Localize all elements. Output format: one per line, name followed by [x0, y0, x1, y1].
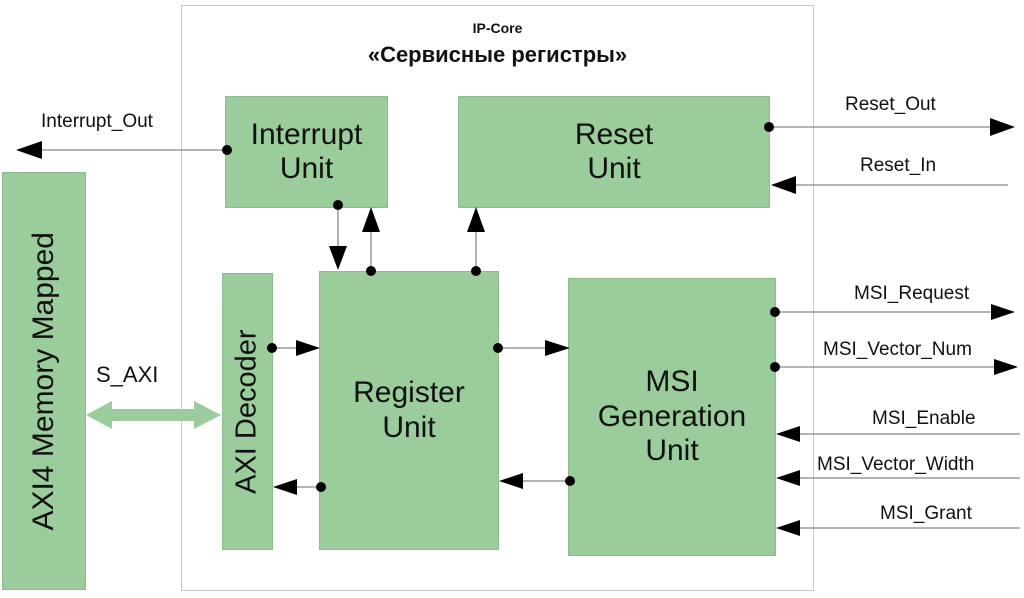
ip-core-label: IP-Core: [472, 20, 523, 36]
msi-vector-width-arrowhead: [776, 470, 800, 486]
register-left-dot: [316, 482, 326, 492]
msi-request-dot: [770, 307, 780, 317]
reset-in-label: Reset_In: [860, 155, 937, 176]
interrupt-bottom-dot: [333, 200, 343, 210]
register-top-dot-2: [471, 266, 481, 276]
msi-grant-arrowhead: [776, 520, 800, 536]
reset-in-arrowhead: [771, 176, 796, 194]
reset-unit-label: Reset Unit: [574, 117, 654, 186]
interrupt-unit-label: Interrupt Unit: [250, 117, 363, 186]
register-to-reset-arrowhead: [467, 207, 485, 232]
interrupt-out-arrowhead: [16, 141, 42, 159]
msi-vector-num-dot: [770, 362, 780, 372]
register-to-decoder-arrowhead: [273, 479, 297, 495]
register-unit-block: Register Unit: [319, 271, 499, 550]
msi-generation-unit-block: MSI Generation Unit: [568, 278, 776, 556]
msi-request-arrowhead: [991, 304, 1015, 320]
decoder-to-register-arrowhead: [296, 340, 320, 356]
msi-vector-num-arrowhead: [994, 359, 1018, 375]
ip-core-boundary: [181, 5, 814, 591]
msi-vector-width-label: MSI_Vector_Width: [817, 454, 975, 475]
s-axi-bus-arrow: [86, 401, 221, 429]
msi-request-label: MSI_Request: [854, 283, 970, 304]
decoder-right-dot: [267, 343, 277, 353]
interrupt-to-register-arrowhead: [329, 246, 347, 270]
msi-left-dot: [565, 476, 575, 486]
register-to-interrupt-arrowhead: [362, 207, 380, 232]
msi-generation-unit-label: MSI Generation Unit: [597, 365, 747, 468]
reset-unit-block: Reset Unit: [458, 96, 770, 208]
reset-out-dot: [764, 122, 774, 132]
s-axi-label: S_AXI: [96, 362, 159, 387]
msi-to-register-arrowhead: [499, 473, 523, 489]
interrupt-out-label: Interrupt_Out: [41, 111, 153, 132]
register-unit-label: Register Unit: [353, 376, 465, 444]
ip-core-title: «Сервисные регистры»: [367, 42, 628, 67]
reset-out-label: Reset_Out: [845, 94, 936, 115]
axi4-memory-mapped-block: AXI4 Memory Mapped: [2, 172, 86, 590]
register-top-dot-1: [366, 266, 376, 276]
register-right-dot: [493, 343, 503, 353]
msi-enable-label: MSI_Enable: [872, 408, 976, 429]
msi-grant-label: MSI_Grant: [880, 503, 972, 524]
msi-vector-num-label: MSI_Vector_Num: [823, 339, 972, 360]
axi-decoder-block: AXI Decoder: [222, 273, 273, 550]
msi-enable-arrowhead: [776, 426, 800, 442]
interrupt-out-dot: [222, 145, 232, 155]
register-to-msi-arrowhead: [545, 340, 570, 356]
reset-out-arrowhead: [990, 118, 1015, 136]
interrupt-unit-block: Interrupt Unit: [225, 96, 388, 208]
